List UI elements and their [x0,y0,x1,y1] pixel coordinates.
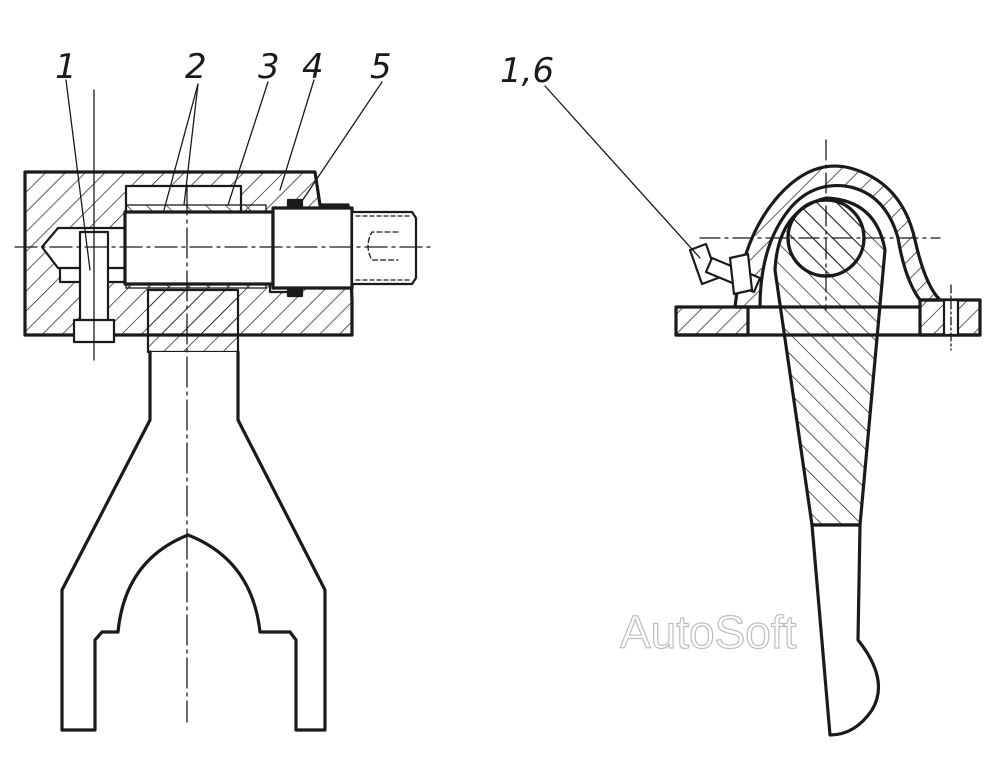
seal-ring-bottom [286,286,304,298]
callout-5: 5 [370,47,392,87]
threaded-end [350,210,418,286]
left-view-fork-assembly: 1 2 3 4 5 [14,47,431,732]
leader-5 [299,81,383,205]
callout-3: 3 [258,47,280,87]
fork-body [60,350,327,732]
fork-neck-section [146,288,240,354]
lever-lower [810,523,880,737]
watermark-logo: AutoSoft [620,606,797,658]
callout-2: 2 [185,47,207,87]
pivot-shaft [123,210,275,286]
leader-1 [65,79,91,271]
callout-1-6: 1,6 [500,51,554,91]
leader-2b [163,83,199,211]
leader-4 [279,79,315,191]
bracket-arch [733,164,942,309]
callout-4: 4 [302,47,324,87]
seal-ring-top [286,198,304,210]
shaft-extension [271,206,354,290]
right-view-lever-assembly: 1,6 AutoSoft [500,51,982,737]
base-plate [674,305,750,337]
callout-1: 1 [55,47,77,87]
leader-3 [227,81,269,206]
leader-2a [183,83,199,206]
leader-1-6 [544,85,701,259]
